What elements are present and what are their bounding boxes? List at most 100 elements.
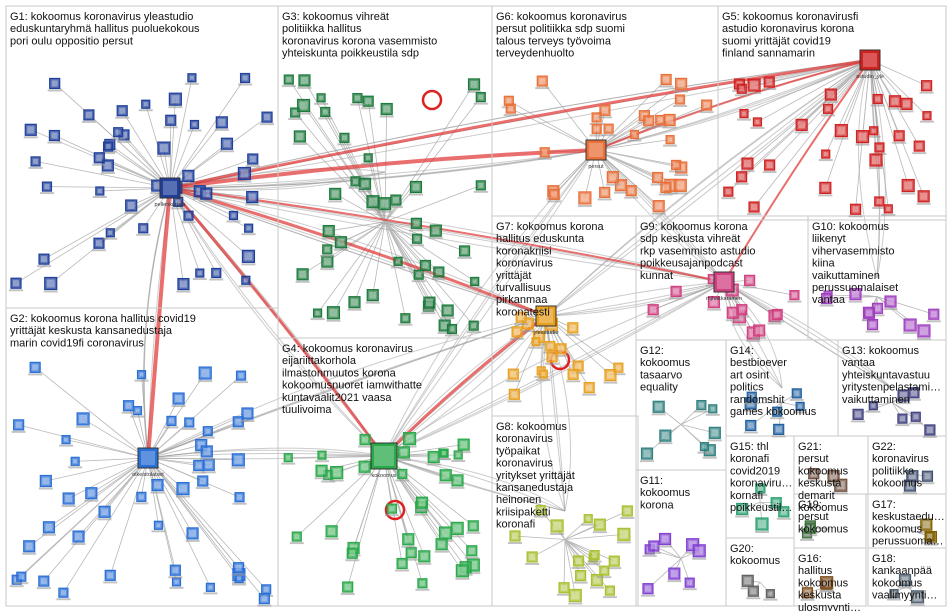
graph-node[interactable] [465, 546, 479, 559]
graph-node[interactable] [895, 414, 909, 426]
graph-node[interactable] [821, 104, 835, 116]
graph-node[interactable] [415, 579, 429, 591]
graph-node[interactable] [574, 571, 588, 584]
graph-node[interactable] [598, 105, 612, 118]
graph-node[interactable] [458, 246, 472, 259]
graph-node[interactable] [281, 454, 295, 465]
graph-node[interactable] [12, 420, 26, 433]
graph-node[interactable] [181, 211, 195, 223]
graph-node[interactable] [903, 319, 917, 334]
graph-node[interactable] [673, 179, 687, 194]
hub-node-kokoomus[interactable]: kokoomus [371, 443, 397, 479]
graph-node[interactable] [84, 488, 98, 502]
graph-node[interactable] [417, 551, 431, 565]
graph-node[interactable] [168, 565, 182, 578]
graph-node[interactable] [103, 570, 117, 583]
graph-node[interactable] [203, 583, 217, 594]
graph-node[interactable] [659, 182, 673, 195]
graph-node[interactable] [395, 559, 409, 572]
graph-node[interactable] [24, 124, 38, 138]
graph-node[interactable] [755, 518, 769, 533]
graph-node[interactable] [385, 504, 399, 516]
graph-node[interactable] [318, 107, 332, 119]
graph-node[interactable] [187, 121, 201, 132]
graph-node[interactable] [282, 75, 296, 87]
graph-node[interactable] [588, 551, 602, 563]
graph-node[interactable] [233, 493, 247, 505]
graph-node[interactable] [193, 269, 207, 280]
graph-node[interactable] [56, 588, 70, 600]
graph-node[interactable] [92, 238, 106, 251]
graph-node[interactable] [790, 389, 804, 401]
graph-node[interactable] [669, 160, 683, 172]
graph-node[interactable] [640, 448, 654, 462]
graph-node[interactable] [692, 545, 706, 560]
graph-node[interactable] [508, 531, 522, 544]
graph-node[interactable] [234, 371, 248, 383]
graph-node[interactable] [328, 188, 342, 202]
graph-node[interactable] [747, 202, 761, 215]
graph-node[interactable] [641, 584, 655, 597]
graph-node[interactable] [927, 309, 941, 322]
graph-node[interactable] [603, 586, 617, 598]
graph-node[interactable] [361, 96, 375, 109]
graph-node[interactable] [40, 182, 54, 194]
graph-node[interactable] [151, 480, 165, 494]
graph-node[interactable] [246, 154, 260, 167]
graph-node[interactable] [410, 234, 424, 246]
graph-node[interactable] [164, 115, 178, 128]
graph-node[interactable] [834, 125, 848, 140]
graph-node[interactable] [763, 160, 777, 173]
graph-node[interactable] [432, 267, 446, 280]
graph-node[interactable] [409, 182, 423, 196]
graph-node[interactable] [196, 476, 210, 489]
graph-node[interactable] [624, 186, 638, 199]
graph-node[interactable] [260, 112, 274, 125]
graph-node[interactable] [157, 142, 171, 157]
graph-node[interactable] [320, 256, 334, 270]
graph-node[interactable] [818, 182, 832, 196]
graph-node[interactable] [917, 325, 931, 340]
graph-node[interactable] [598, 187, 612, 200]
graph-node[interactable] [435, 539, 449, 553]
graph-node[interactable] [28, 362, 42, 375]
graph-node[interactable] [474, 93, 488, 105]
graph-node[interactable] [920, 81, 934, 94]
graph-node[interactable] [350, 94, 364, 106]
graph-node[interactable] [545, 352, 559, 365]
graph-node[interactable] [395, 469, 409, 481]
graph-node[interactable] [466, 521, 480, 534]
graph-node[interactable] [694, 401, 708, 413]
graph-node[interactable] [708, 427, 722, 441]
graph-node[interactable] [652, 401, 666, 415]
hub-node-persut[interactable]: persut [586, 140, 606, 170]
graph-node[interactable] [819, 150, 833, 161]
graph-node[interactable] [568, 589, 582, 604]
graph-node[interactable] [93, 187, 107, 198]
graph-node[interactable] [358, 435, 372, 448]
graph-node[interactable] [241, 250, 255, 265]
graph-node[interactable] [909, 412, 923, 424]
graph-node[interactable] [22, 541, 36, 555]
graph-node[interactable] [238, 74, 252, 86]
graph-node[interactable] [168, 93, 182, 108]
graph-node[interactable] [735, 172, 749, 185]
graph-node[interactable] [899, 98, 913, 112]
graph-node[interactable] [439, 470, 453, 484]
graph-node[interactable] [706, 405, 720, 416]
graph-node[interactable] [231, 454, 245, 469]
graph-node[interactable] [620, 506, 634, 519]
graph-node[interactable] [418, 260, 432, 273]
graph-node[interactable] [923, 425, 937, 438]
graph-node[interactable] [192, 461, 206, 474]
graph-node[interactable] [593, 519, 607, 533]
graph-node[interactable] [920, 471, 934, 484]
graph-node[interactable] [76, 413, 90, 428]
graph-node[interactable] [209, 268, 223, 280]
graph-node[interactable] [349, 177, 363, 189]
graph-node[interactable] [547, 189, 561, 202]
graph-node[interactable] [232, 563, 246, 576]
graph-node[interactable] [888, 96, 902, 110]
graph-node[interactable] [176, 279, 190, 293]
graph-node[interactable] [82, 110, 96, 123]
